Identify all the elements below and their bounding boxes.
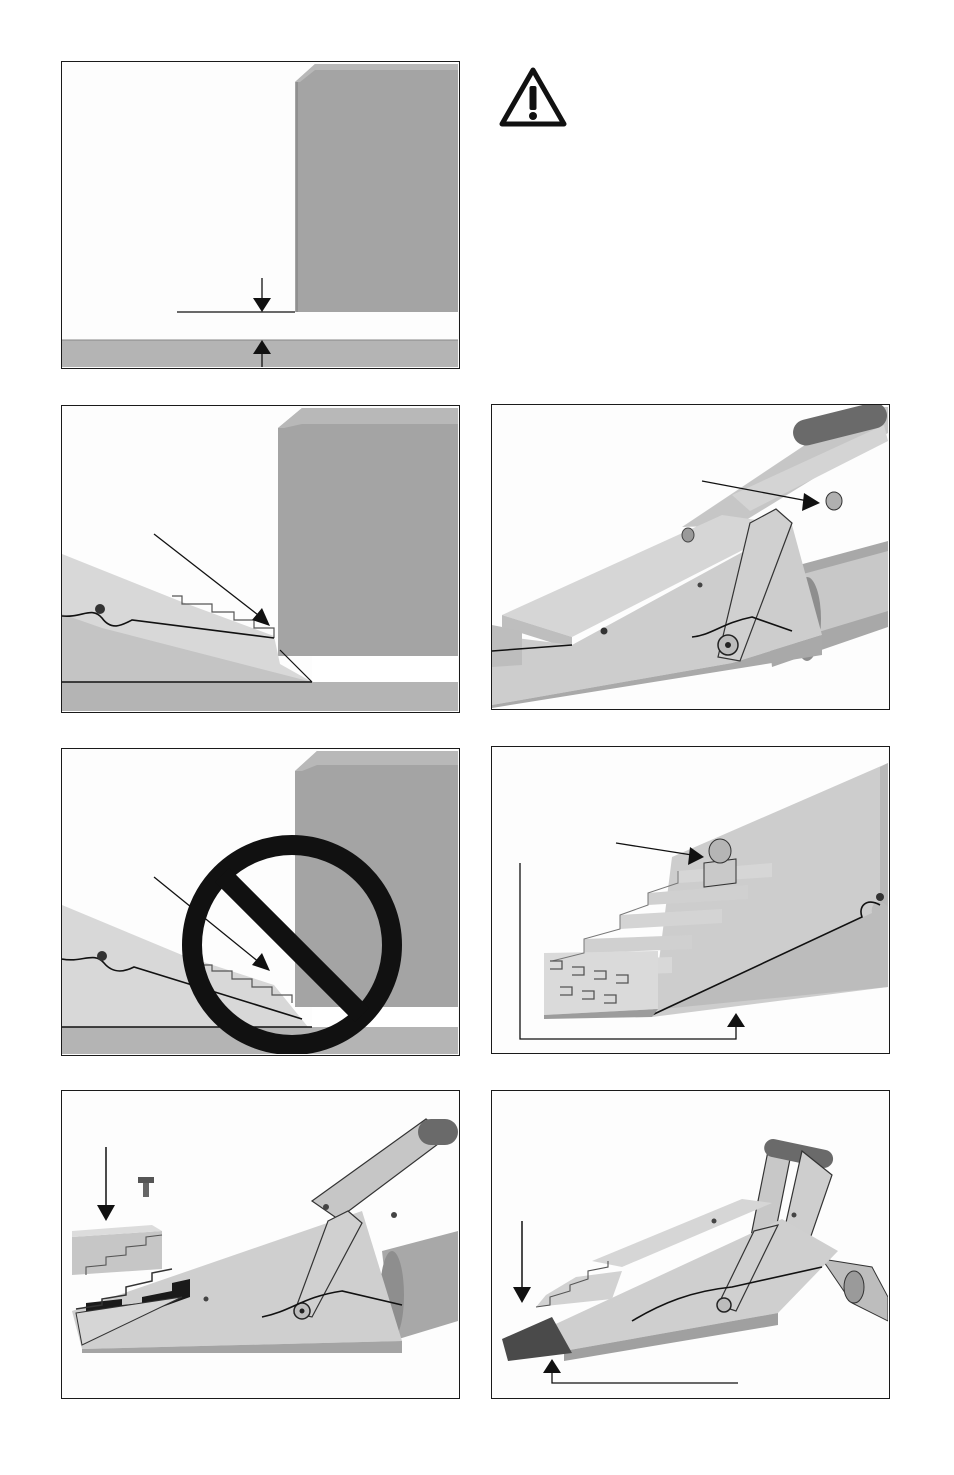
- figure-wedge-tip-nut: [491, 746, 890, 1054]
- figure-wedge-correct-position: [61, 405, 460, 713]
- warning-triangle-icon: [498, 66, 568, 128]
- figure-wedge-handle-pin: [491, 404, 890, 710]
- figure-wedge-incorrect-position: [61, 748, 460, 1056]
- figure-wedge-tip-insertion-height: [491, 1090, 890, 1399]
- figure-gap-between-load-and-floor: [61, 61, 460, 369]
- figure-wedge-tip-insert-replacement: [61, 1090, 460, 1399]
